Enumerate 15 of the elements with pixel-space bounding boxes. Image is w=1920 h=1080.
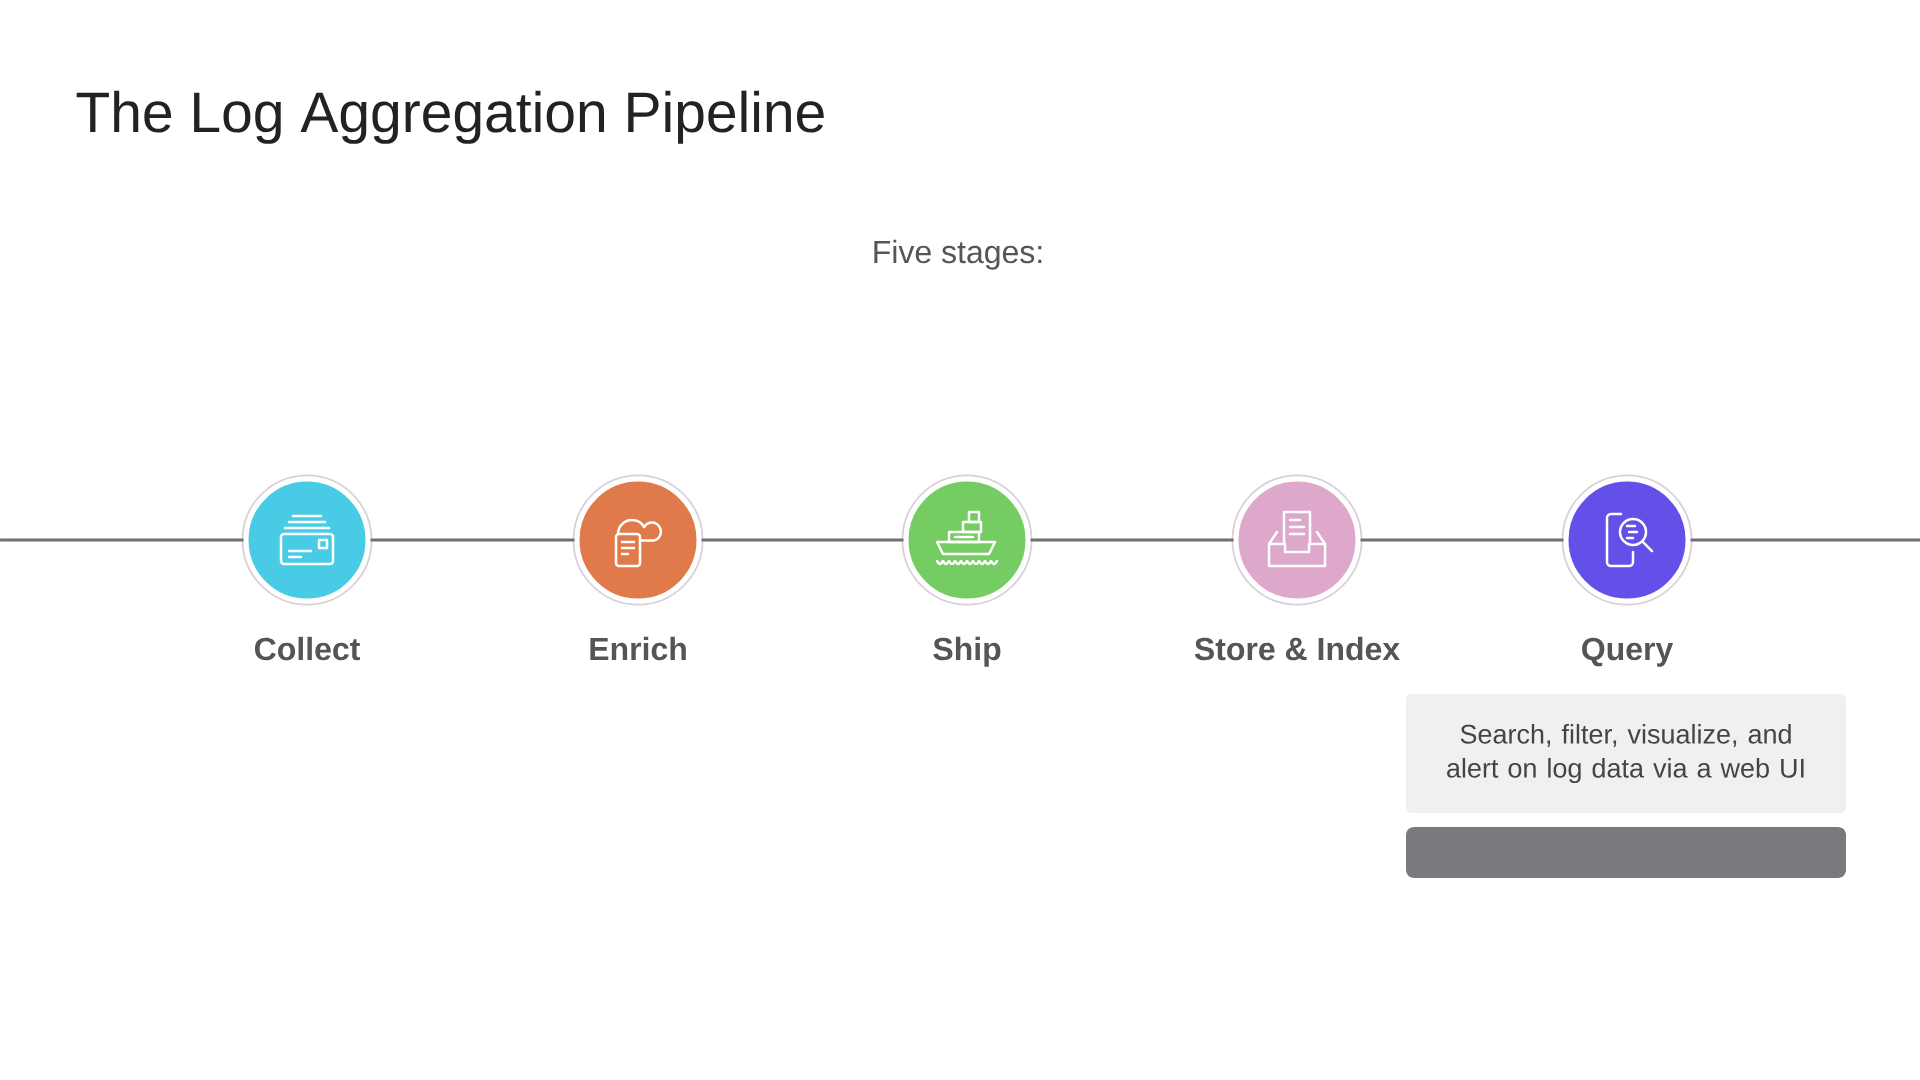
stage-label: Enrich [590, 636, 686, 661]
connector-line [0, 538, 244, 542]
title: The Log Aggregation Pipeline [76, 90, 824, 144]
subtitle-text: Five stages: [874, 239, 1042, 270]
description-box: Search, filter, visualize, and alert on log data via a web UI [1406, 694, 1846, 813]
connector-line [1030, 538, 1234, 542]
stage-label: Collect [255, 636, 360, 661]
connector-line [701, 538, 904, 542]
connector-line [1690, 538, 1920, 542]
stage-label: Store & Index [1194, 636, 1400, 661]
connector-line [1360, 538, 1564, 542]
connector-line [370, 538, 575, 542]
stage-label: Ship [933, 636, 1001, 667]
blank-banner [1406, 827, 1846, 878]
stage-label: Query [1582, 637, 1674, 667]
